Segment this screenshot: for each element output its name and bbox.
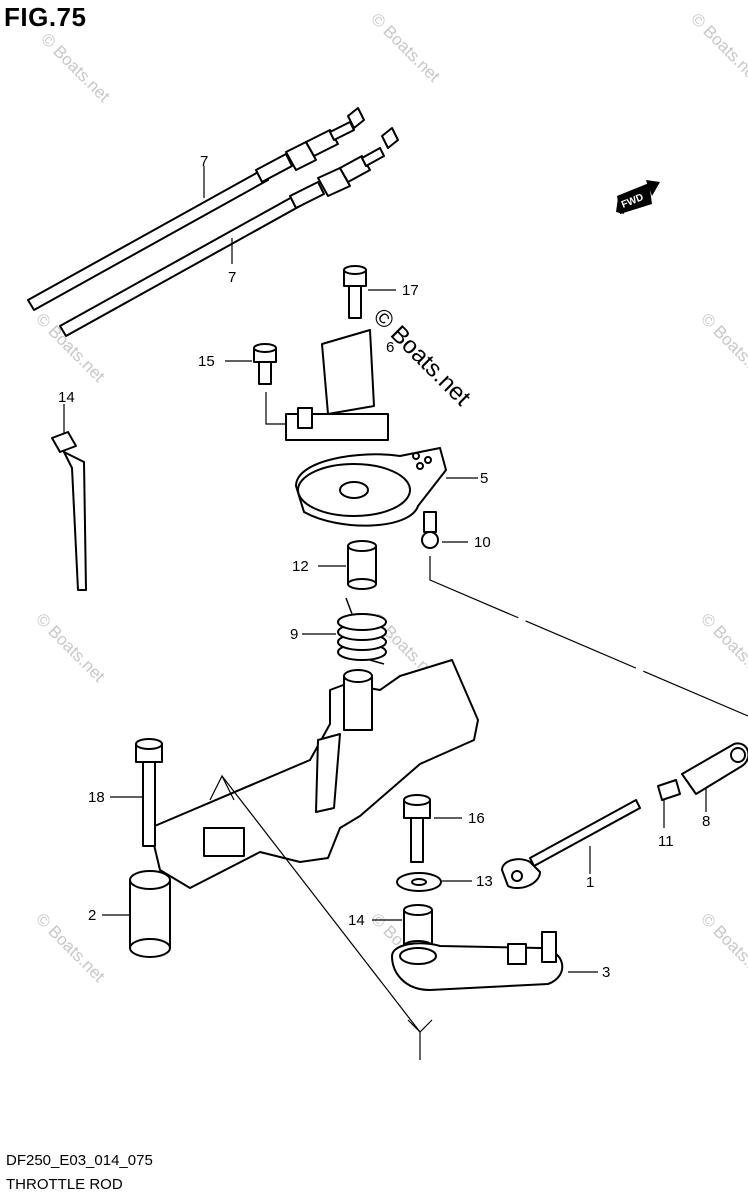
bolt-15 (253, 343, 277, 385)
callout-13: 14 (348, 912, 365, 929)
callout-17: 17 (402, 282, 419, 299)
callout-2: 2 (88, 907, 96, 924)
watermark: © Boats.net (697, 909, 748, 986)
cable-tie-14 (51, 431, 87, 591)
callout-16: 16 (468, 810, 485, 827)
watermark: © Boats.net (32, 609, 109, 686)
callouts: 7 7 17 6 15 14 5 10 12 9 18 16 8 11 13 1… (58, 153, 710, 981)
ball-joint-9 (421, 511, 439, 549)
watermark: © Boats.net (32, 909, 109, 986)
bracket-5 (285, 329, 389, 441)
lever-3 (391, 931, 564, 991)
bolt-17 (343, 265, 367, 319)
watermark: © Boats.net (687, 9, 748, 86)
callout-4: 5 (480, 470, 488, 487)
callout-11: 13 (476, 873, 493, 890)
callout-7b: 7 (228, 269, 236, 286)
leader-lines (63, 166, 748, 1060)
base-bracket-2 (129, 659, 479, 958)
nut-10 (657, 779, 681, 801)
callout-5: 6 (386, 339, 394, 356)
watermark: © Boats.net (697, 609, 748, 686)
figure-title: FIG.75 (4, 2, 87, 32)
callout-3: 3 (602, 964, 610, 981)
callout-7a: 7 (200, 153, 208, 170)
callout-6: 9 (290, 626, 298, 643)
callout-8: 8 (702, 813, 710, 830)
watermark: © Boats.net (697, 309, 748, 386)
callout-12: 12 (292, 558, 309, 575)
callout-14: 14 (58, 389, 75, 406)
throttle-drum-4 (295, 447, 447, 527)
throttle-rod-1 (501, 799, 641, 890)
collar-12 (347, 540, 377, 590)
throttle-cable-lower (59, 127, 399, 337)
callout-18: 18 (88, 789, 105, 806)
callout-10: 11 (658, 833, 674, 850)
fwd-arrow-icon: FWD (616, 180, 660, 214)
callout-15: 15 (198, 353, 215, 370)
watermark: © Boats.net (367, 9, 444, 86)
figure-code: DF250_E03_014_075 (6, 1152, 153, 1169)
center-watermark: © Boats.net (368, 303, 476, 411)
throttle-cable-upper (27, 107, 365, 311)
washer-11 (396, 872, 442, 892)
watermark: © Boats.net (37, 29, 114, 106)
spring-6 (337, 597, 387, 665)
callout-9: 10 (474, 534, 491, 551)
figure-name: THROTTLE ROD (6, 1176, 123, 1193)
bolt-16 (403, 794, 431, 863)
rod-end-8 (681, 742, 748, 795)
bolt-18 (135, 738, 163, 847)
callout-1: 1 (586, 874, 594, 891)
